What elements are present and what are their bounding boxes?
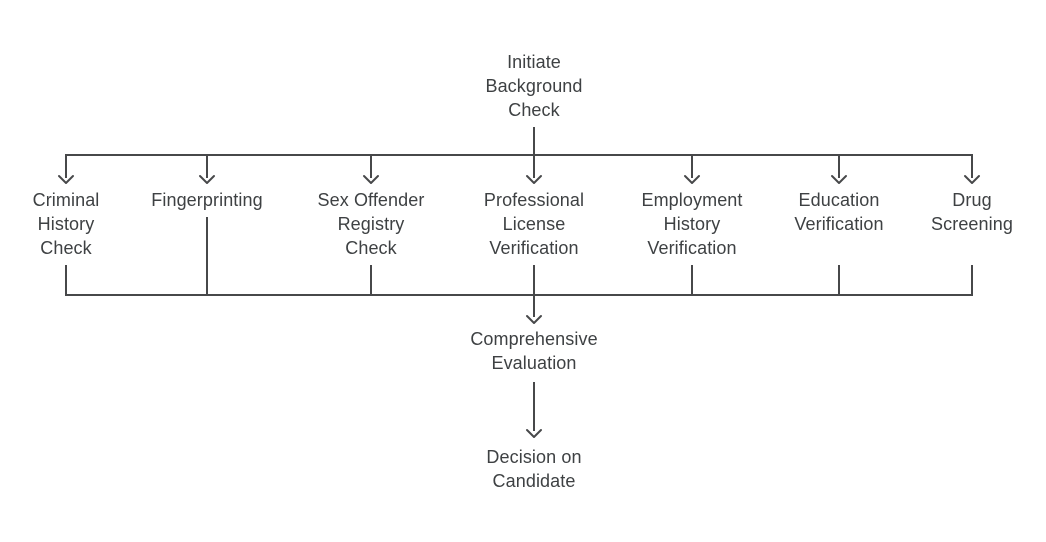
- node-fingerprinting: Fingerprinting: [151, 190, 263, 210]
- node-initiate-background-check: Initiate Background Check: [485, 52, 583, 120]
- arrow-down-icon: [199, 175, 215, 184]
- arrow-down-icon: [363, 175, 379, 184]
- node-professional-license-verification: Professional License Verification: [483, 190, 585, 258]
- node-comprehensive-evaluation: Comprehensive Evaluation: [470, 329, 598, 373]
- arrow-down-icon: [526, 175, 542, 184]
- arrow-down-icon: [526, 429, 542, 438]
- node-drug-screening: Drug Screening: [931, 190, 1013, 234]
- node-sex-offender-registry-check: Sex Offender Registry Check: [317, 190, 425, 258]
- edge-line: [65, 154, 973, 178]
- arrow-down-icon: [831, 175, 847, 184]
- arrow-down-icon: [58, 175, 74, 184]
- node-decision-on-candidate: Decision on Candidate: [486, 447, 582, 491]
- edge-line: [65, 265, 973, 296]
- arrow-down-icon: [684, 175, 700, 184]
- node-employment-history-verification: Employment History Verification: [641, 190, 743, 258]
- arrow-down-icon: [964, 175, 980, 184]
- arrow-down-icon: [526, 315, 542, 324]
- node-education-verification: Education Verification: [794, 190, 884, 234]
- node-criminal-history-check: Criminal History Check: [32, 190, 100, 258]
